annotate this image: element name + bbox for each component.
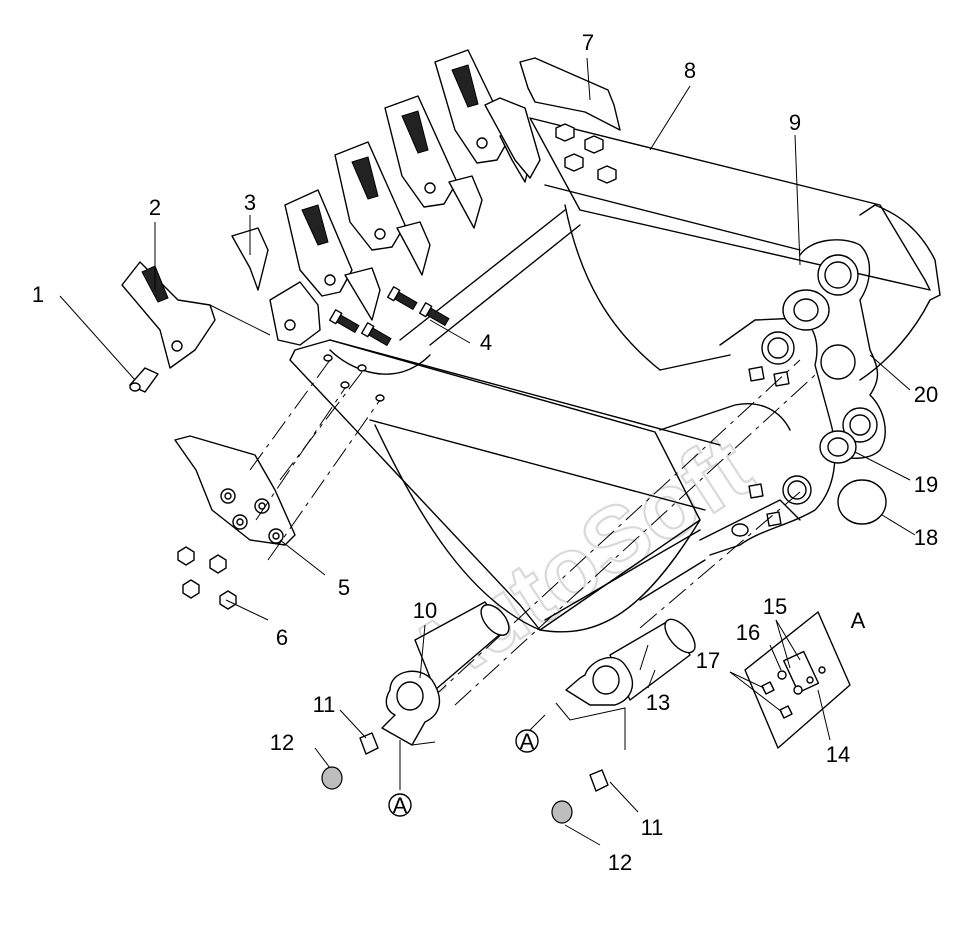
callout-10: 10: [413, 598, 437, 623]
detail-label-a: A: [851, 608, 866, 633]
svg-text:A: A: [393, 793, 408, 818]
side-cutter-5: [174, 435, 296, 546]
assembly-lines: [209, 304, 816, 706]
grease-block-1: [748, 366, 765, 382]
bucket-bowl-curve: [374, 424, 701, 633]
wear-plate-top: [519, 57, 621, 184]
cap-12b: [551, 800, 573, 824]
detail-marker-a-1: A: [388, 740, 412, 818]
tooth-1: [284, 189, 381, 321]
bushing-18: [837, 479, 887, 525]
callout-2: 2: [149, 195, 161, 220]
callout-19: 19: [914, 472, 938, 497]
bolts-4: [328, 286, 450, 347]
grease-nipple-11a: [359, 732, 379, 755]
callout-15: 15: [763, 594, 787, 619]
callout-1: 1: [32, 282, 44, 307]
teeth-row: [269, 49, 541, 346]
callout-12-left: 12: [270, 730, 294, 755]
nuts-6: [177, 546, 237, 610]
pin-10-assembly: [321, 601, 510, 790]
hinge-plate-upper: [799, 239, 886, 459]
cap-12a: [321, 766, 343, 790]
callout-11-left: 11: [313, 692, 336, 717]
grease-nipple-11b: [589, 769, 609, 792]
callout-5: 5: [338, 575, 350, 600]
side-protector-7: [519, 57, 621, 131]
bucket-top-plate: [529, 117, 931, 291]
callout-8: 8: [684, 58, 696, 83]
tooth-5: [484, 97, 541, 179]
mounting-holes: [323, 354, 385, 402]
bucket-right-side: [859, 204, 941, 381]
callout-17: 17: [696, 648, 720, 673]
svg-text:A: A: [520, 729, 535, 754]
bucket-side-plate: [289, 339, 701, 631]
detail-marker-a-2: A: [515, 714, 546, 754]
shims-and-washers: [782, 289, 887, 525]
callout-18: 18: [914, 525, 938, 550]
hinge-bracket: [709, 317, 836, 556]
callout-3: 3: [244, 190, 256, 215]
callout-16: 16: [736, 620, 760, 645]
callout-13: 13: [646, 690, 670, 715]
tooth-point-2: [121, 261, 216, 369]
callout-11-right: 11: [641, 815, 664, 840]
pin-13-assembly: [551, 618, 696, 824]
callout-20: 20: [914, 382, 938, 407]
callout-6: 6: [276, 625, 288, 650]
callout-7: 7: [582, 30, 594, 55]
tooth-3: [384, 95, 483, 229]
tooth-2: [334, 141, 431, 276]
callout-9: 9: [789, 110, 801, 135]
side-cutter-3: [231, 227, 269, 291]
tooth-front: [269, 281, 321, 346]
hinge-plate-lower: [709, 317, 836, 556]
callout-12-right: 12: [608, 850, 632, 875]
hinge-bracket-upper: [799, 239, 886, 459]
grease-block-2: [773, 371, 790, 387]
callout-14: 14: [826, 742, 850, 767]
tooth-exploded: [121, 261, 216, 393]
leader-lines: [59, 57, 916, 846]
detail-a: [744, 611, 851, 749]
callout-numbers: 1 2 3 4 5 6 7 8 9 10 11 12 13 11 12 14 1…: [32, 30, 938, 875]
callout-4: 4: [480, 330, 492, 355]
bucket-body: [289, 117, 941, 633]
